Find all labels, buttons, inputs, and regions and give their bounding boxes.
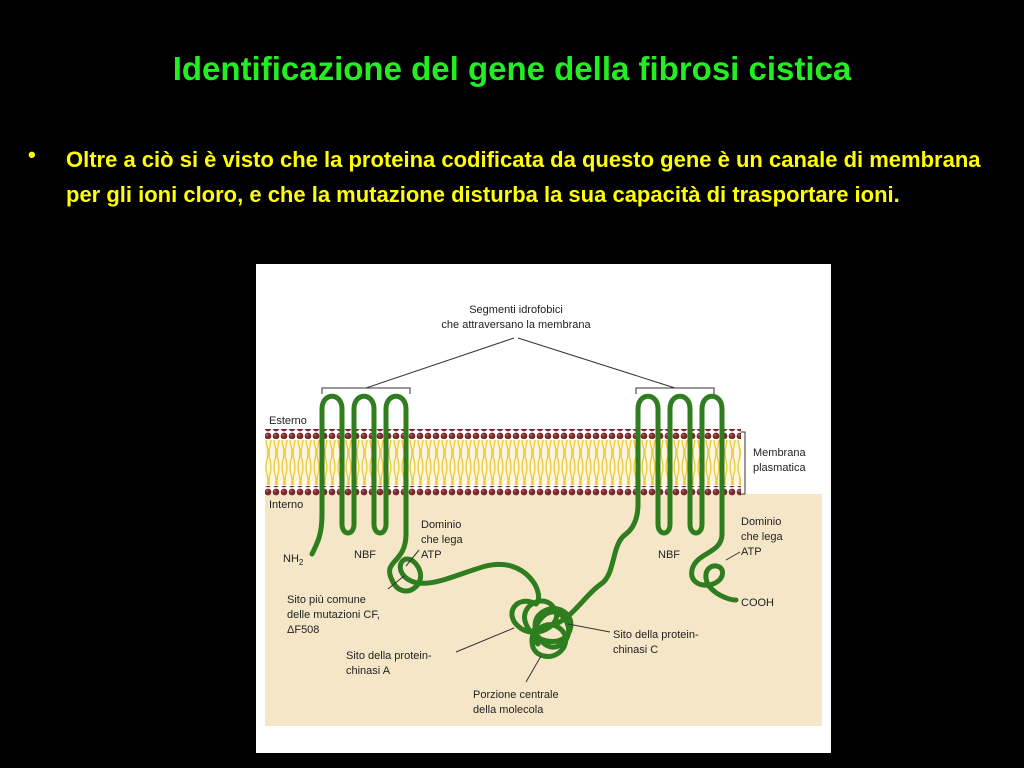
mutation-label-line1: Sito più comune: [287, 594, 366, 606]
inside-label: Interno: [269, 499, 303, 511]
nh2-label: NH2: [283, 553, 304, 567]
membrane-label-line1: Membrana: [753, 447, 806, 459]
cftr-protein-chain: [309, 393, 739, 659]
atp-left-line3: ATP: [421, 549, 442, 561]
bullet-item: • Oltre a ciò si è visto che la proteina…: [28, 142, 1003, 212]
hydrophobic-label-line1: Segmenti idrofobici: [469, 304, 563, 316]
outside-label: Esterno: [269, 415, 307, 427]
membrane-bracket: [741, 431, 746, 495]
hydrophobic-brackets: [321, 337, 715, 394]
bullet-text: Oltre a ciò si è visto che la proteina c…: [66, 147, 981, 207]
kinase-c-line1: Sito della protein-: [613, 629, 699, 641]
nbf-left-label: NBF: [354, 549, 376, 561]
central-portion-line2: della molecola: [473, 704, 544, 716]
kinase-a-line2: chinasi A: [346, 665, 391, 677]
central-portion-line1: Porzione centrale: [473, 689, 559, 701]
atp-left-line1: Dominio: [421, 519, 461, 531]
bullet-list: • Oltre a ciò si è visto che la proteina…: [28, 142, 1003, 212]
kinase-c-line2: chinasi C: [613, 644, 658, 656]
membrane-label-line2: plasmatica: [753, 462, 806, 474]
slide-title: Identificazione del gene della fibrosi c…: [172, 50, 852, 87]
mutation-label-line2: delle mutazioni CF,: [287, 609, 380, 621]
nbf-right-label: NBF: [658, 549, 680, 561]
atp-right-line3: ATP: [741, 546, 762, 558]
mutation-label-line3: ΔF508: [287, 624, 319, 636]
kinase-a-line1: Sito della protein-: [346, 650, 432, 662]
cftr-diagram: Segmenti idrofobici che attraversano la …: [256, 264, 831, 753]
atp-right-line2: che lega: [741, 531, 783, 543]
pointer-lines: [387, 549, 741, 683]
hydrophobic-label-line2: che attraversano la membrana: [441, 319, 591, 331]
bullet-dot-icon: •: [28, 142, 36, 167]
atp-left-line2: che lega: [421, 534, 463, 546]
cooh-label: COOH: [741, 597, 774, 609]
atp-right-line1: Dominio: [741, 516, 781, 528]
